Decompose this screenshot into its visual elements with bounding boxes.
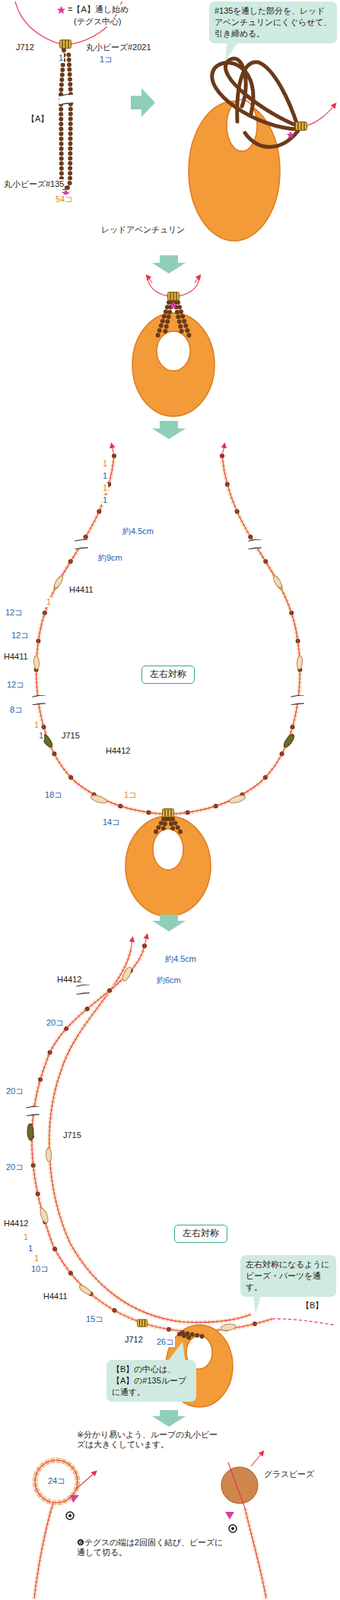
note: ❻テグスの端は2回固く結び、ビーズに通して切る。 [76,1539,230,1560]
part-name: H4412 [104,746,131,757]
count-label: 1 [57,53,64,64]
part-name: J715 [62,1131,83,1142]
node-text: 左右対称になるようにビーズ・パーツを通す。 [245,1260,331,1295]
count-label: 12コ [6,680,26,691]
count-label: 1 [33,1255,40,1265]
part-name: H4411 [3,652,29,663]
strand-label: 【A】 [25,114,50,124]
count-label: 10コ [30,1265,50,1276]
node-text: 左右対称 [182,1229,220,1242]
count-label: 1 [101,483,109,494]
count-label: 1 [101,495,109,506]
count-label: 1 [22,1233,29,1244]
length-label: 約6cm [155,976,182,987]
count-label: 12コ [4,608,24,619]
count-label: 1 [101,471,109,482]
part-name: レッドアベンチュリン [100,225,186,236]
part-name: J712 [15,42,35,53]
count-label: 1 [27,1245,34,1256]
node-text: #135を通した部分を、レッドアベンチュリンにくぐらせて、引き締める。 [214,5,332,40]
count-label: 1 [45,597,52,608]
part-name: グラスビーズ [263,1471,315,1481]
count-label: 20コ [45,1019,65,1030]
count-label: 1 [101,459,109,470]
count-label: 20コ [5,1163,25,1174]
count-label: 26コ [155,1338,175,1349]
part-name: J715 [60,731,81,742]
count-label: 8コ [9,705,24,716]
part-name: H4411 [68,585,95,596]
length-label: 約4.5cm [164,955,198,966]
count-label: 18コ [44,791,64,801]
count-label: 54コ [54,194,74,205]
callout-box: 左右対称になるようにビーズ・パーツを通す。 [240,1256,337,1299]
part-name: H4411 [42,1293,69,1303]
symmetry-box: 左右対称 [141,666,195,685]
part-name: H4412 [3,1220,29,1230]
strand-label: 【B】 [300,1302,325,1313]
note: ※分かり易いよう、ループの丸小ビーズは大きくしています。 [76,1431,223,1452]
count-label: 12コ [10,631,30,642]
node-text: 【B】の中心は、【A】の#135ループに通す。 [111,1365,191,1400]
count-label: 14コ [101,818,121,829]
count-label: 1 [33,721,40,731]
note: =【A】通し始め [66,4,130,15]
part-name: H4412 [56,975,83,986]
symmetry-box: 左右対称 [174,1226,228,1245]
part-name: J712 [123,1336,144,1347]
note: (テグス中心) [73,16,122,27]
count-label: 24コ [47,1477,67,1488]
count-label: 1コ [98,54,114,65]
count-label: 20コ [5,1087,25,1098]
callout-box: 【B】の中心は、【A】の#135ループに通す。 [106,1361,197,1404]
part-name: 丸小ビーズ#2021 [85,42,153,53]
count-label: 1コ [123,791,138,801]
node-text: 左右対称 [149,669,187,682]
count-label: 1 [38,731,45,742]
count-label: 15コ [85,1315,105,1326]
length-label: 約9cm [97,553,124,564]
part-name: 丸小ビーズ#135 [3,179,65,190]
callout-box: #135を通した部分を、レッドアベンチュリンにくぐらせて、引き締める。 [209,1,337,44]
length-label: 約4.5cm [121,527,155,538]
